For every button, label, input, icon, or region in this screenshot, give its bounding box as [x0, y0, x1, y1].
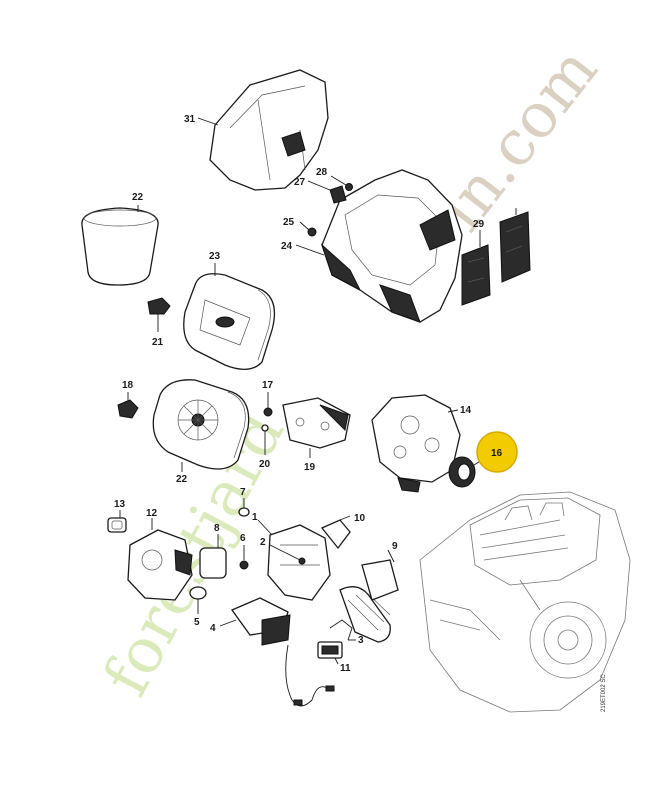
highlight-circle	[476, 431, 518, 473]
label-16: 16	[491, 448, 503, 459]
label-31: 31	[184, 114, 196, 125]
part-18-bracket	[282, 397, 351, 458]
part-number-labels: 31 22 28 27 25 24 23 29 21 18 17 14 20 1…	[114, 114, 503, 674]
label-11: 11	[340, 663, 351, 674]
part-28-screw	[330, 175, 353, 191]
label-12: 12	[146, 508, 158, 519]
part-7-washer	[238, 498, 250, 517]
label-18: 19	[304, 462, 316, 473]
label-10: 10	[354, 513, 366, 524]
label-19: 18	[122, 380, 134, 391]
label-26: 25	[283, 217, 295, 228]
part-13-gasket	[107, 510, 127, 533]
label-5: 5	[194, 617, 200, 628]
label-3: 3	[358, 635, 364, 646]
part-5-washer	[189, 586, 207, 614]
part-8-gasket	[199, 534, 227, 579]
part-16-seal	[448, 456, 486, 488]
label-8: 8	[214, 523, 220, 534]
label-9: 9	[392, 541, 398, 552]
part-20-washer	[261, 424, 269, 455]
part-31-top-cover	[197, 69, 329, 191]
label-22b: 22	[176, 474, 188, 485]
reference-engine-outline	[419, 491, 631, 713]
part-9-intake-hose	[339, 549, 399, 643]
label-7: 7	[240, 487, 246, 498]
part-6-grommet	[239, 545, 249, 570]
part-10-tube	[320, 515, 351, 550]
label-27: 27	[294, 177, 306, 188]
part-17-nut	[263, 392, 273, 417]
label-29: 29	[473, 219, 485, 230]
part-25-shroud	[295, 169, 463, 323]
part-14-carburetor	[371, 394, 461, 493]
part-1-manifold	[257, 519, 331, 601]
part-19-nut	[117, 392, 139, 419]
label-14: 14	[460, 405, 472, 416]
part-27-clip	[307, 180, 347, 204]
label-20: 20	[259, 459, 271, 470]
label-25: 24	[281, 241, 293, 252]
part-26-grommet	[299, 221, 317, 237]
label-28: 28	[316, 167, 328, 178]
wiring-harness	[285, 644, 335, 707]
part-3-linkage	[329, 619, 356, 641]
label-6: 6	[240, 533, 246, 544]
label-1: 1	[252, 512, 258, 523]
part-4-lever	[219, 597, 291, 646]
part-12-carburetor-unit	[127, 518, 193, 601]
part-2-screw	[269, 544, 306, 565]
label-24: 22	[132, 192, 144, 203]
label-17: 17	[262, 380, 274, 391]
part-23-air-filter	[183, 263, 276, 370]
part-29-side-plates	[461, 208, 531, 306]
label-21: 21	[152, 337, 164, 348]
label-13: 13	[114, 499, 126, 510]
part-11-switch	[317, 641, 343, 665]
label-2: 2	[260, 537, 266, 548]
part-24-filter-sleeve	[81, 205, 159, 286]
drawing-code: 219ET002 SC	[601, 674, 607, 712]
part-21-nut	[147, 297, 171, 332]
label-23: 23	[209, 251, 221, 262]
part-22-air-filter	[152, 379, 250, 472]
label-4: 4	[210, 623, 216, 634]
